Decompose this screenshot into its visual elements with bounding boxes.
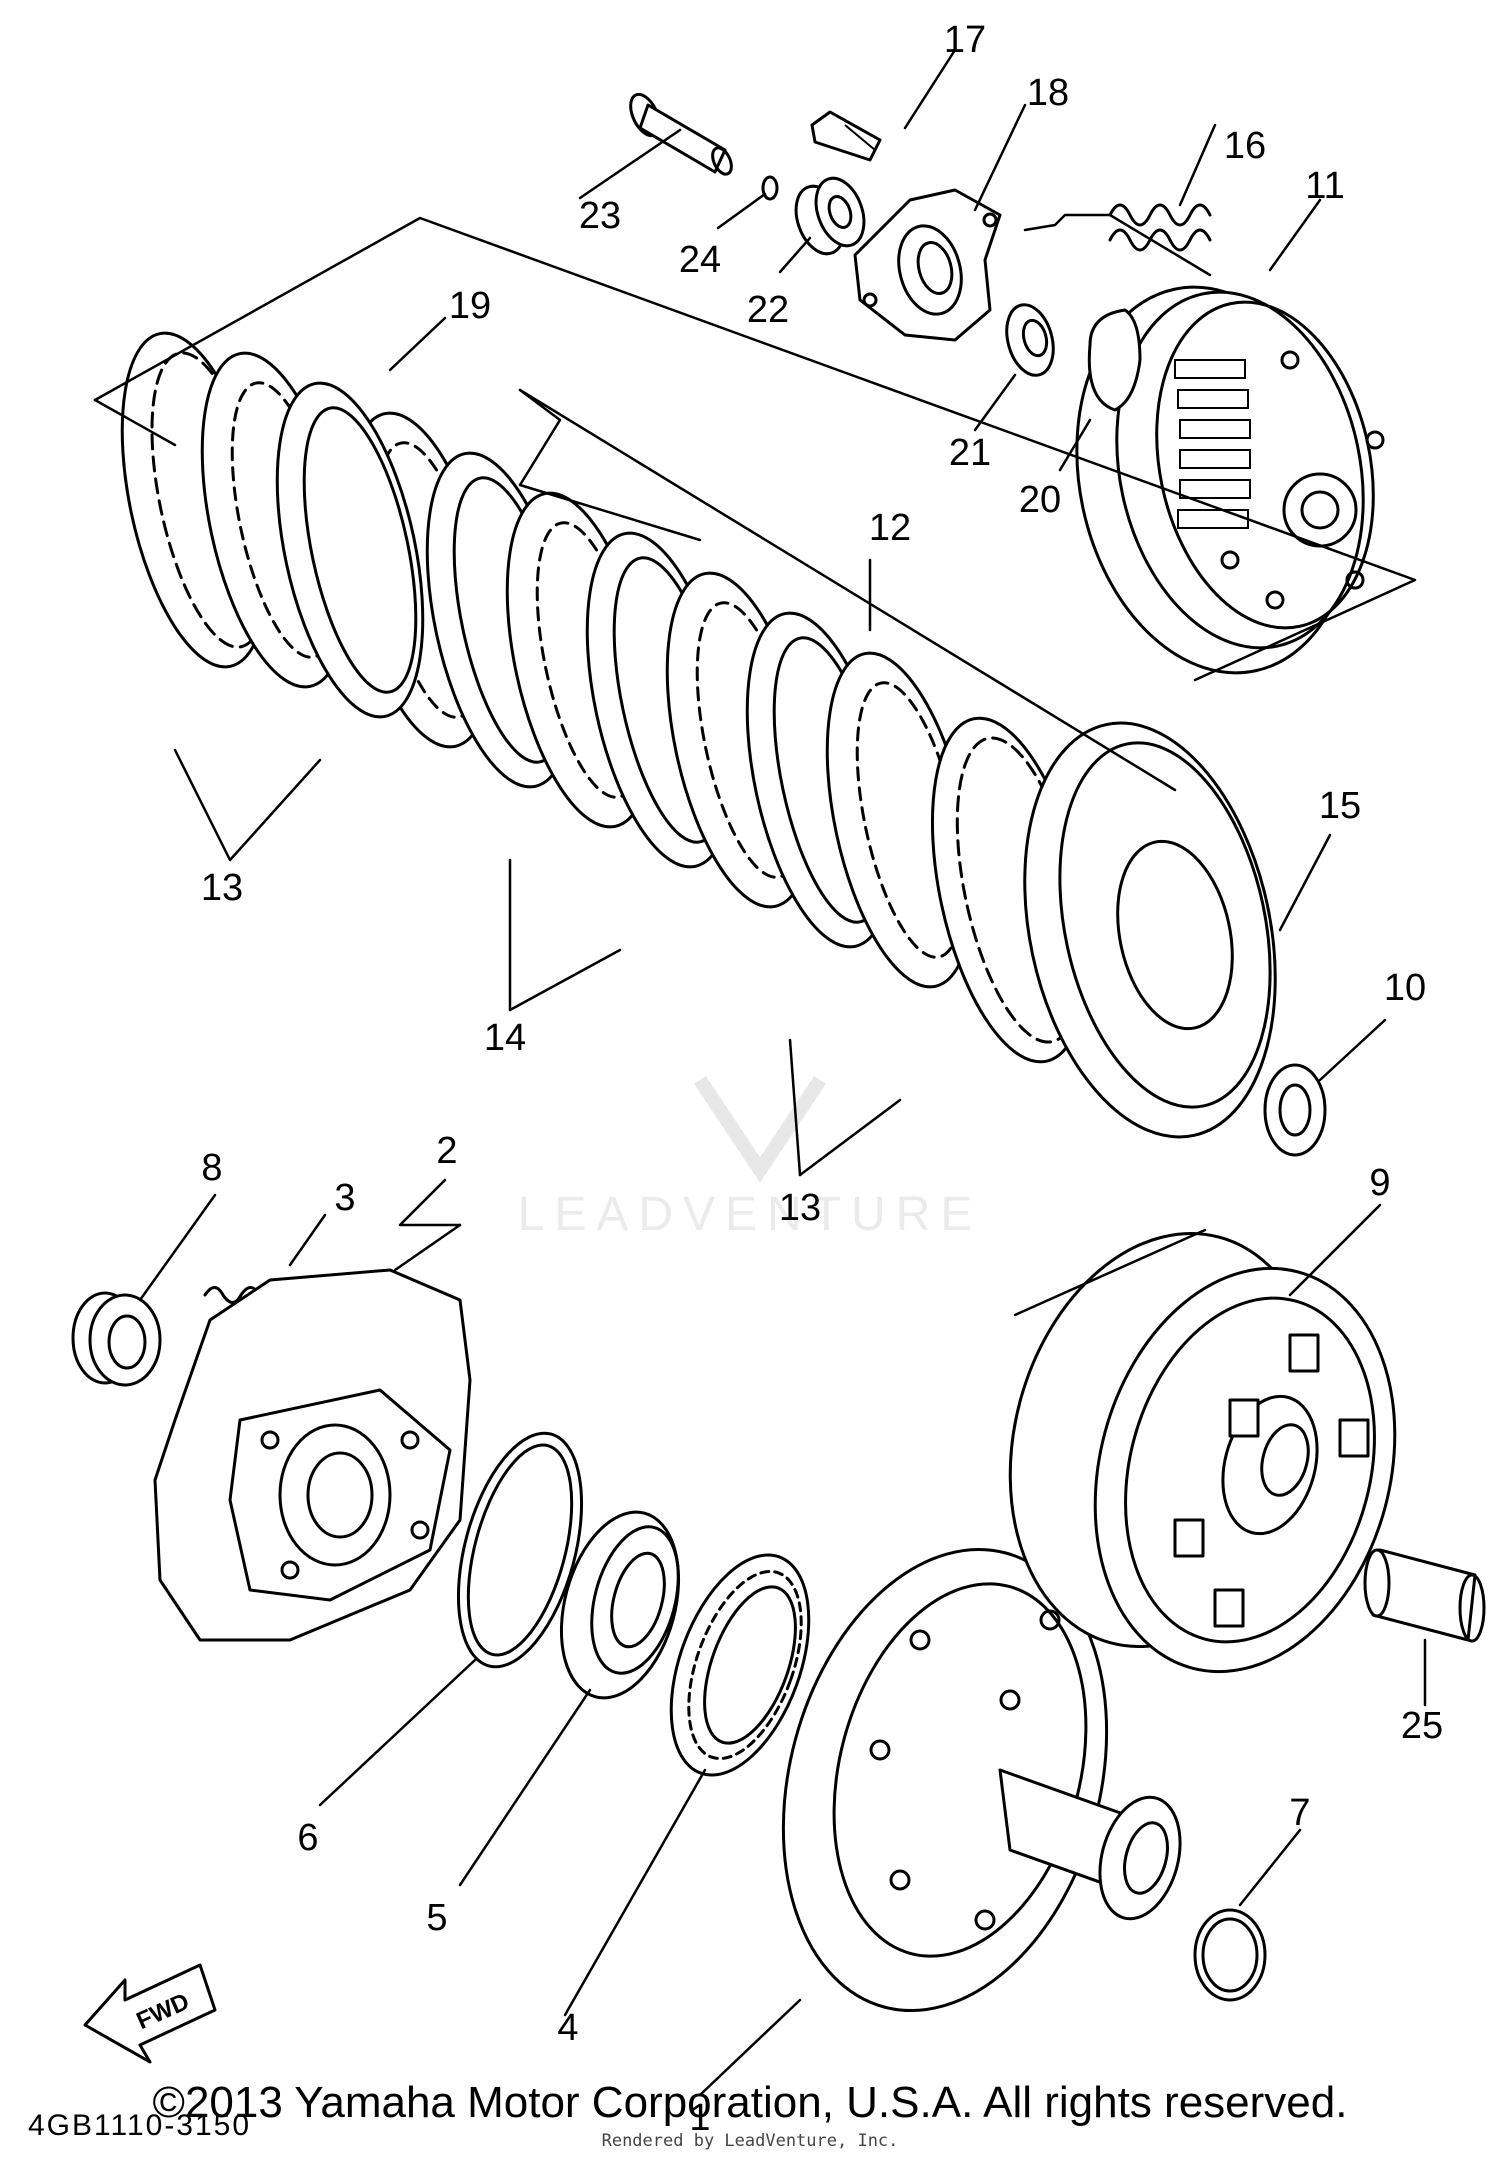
- callout-11[interactable]: 11: [1305, 165, 1344, 207]
- callout-17[interactable]: 17: [944, 19, 986, 61]
- callout-5[interactable]: 5: [426, 1897, 447, 1939]
- callout-7[interactable]: 7: [1289, 1792, 1310, 1834]
- rendered-by-note: Rendered by LeadVenture, Inc.: [601, 2131, 899, 2151]
- part-21-bearing[interactable]: [999, 300, 1060, 381]
- part-24-washer[interactable]: [761, 175, 779, 201]
- callout-4[interactable]: 4: [557, 2007, 578, 2049]
- callout-18[interactable]: 18: [1027, 72, 1069, 114]
- part-22-bearing[interactable]: [787, 172, 872, 261]
- part-10-circlip[interactable]: [1263, 1063, 1327, 1157]
- part-8-nut[interactable]: [71, 1291, 162, 1387]
- part-15-clutch-boss[interactable]: [989, 700, 1311, 1161]
- part-4-one-way-clutch[interactable]: [644, 1536, 835, 1793]
- callout-16[interactable]: 16: [1224, 125, 1266, 167]
- callout-10[interactable]: 10: [1384, 967, 1426, 1009]
- callout-24[interactable]: 24: [679, 239, 721, 281]
- callout-14[interactable]: 14: [484, 1017, 526, 1059]
- callout-labels: 1 2 3 4 5 6 7 8 9 10 11 12 13 13 13 14 1…: [201, 19, 1443, 2139]
- watermark-text: LEADVENTURE: [518, 1188, 983, 1241]
- callout-25[interactable]: 25: [1401, 1705, 1443, 1747]
- callout-2[interactable]: 2: [436, 1130, 457, 1172]
- callout-9[interactable]: 9: [1369, 1162, 1390, 1204]
- part-2-clutch-carrier[interactable]: [153, 1268, 472, 1642]
- leadventure-watermark: LEADVENTURE: [518, 1076, 983, 1241]
- part-11-clutch-housing[interactable]: [1042, 261, 1402, 699]
- part-1-clutch-housing-assy[interactable]: [734, 1513, 1192, 2047]
- leader-lines: [93, 48, 1427, 2097]
- fwd-arrow-icon: FWD: [83, 1963, 217, 2064]
- callout-22[interactable]: 22: [747, 289, 789, 331]
- callout-13-left[interactable]: 13: [201, 867, 243, 909]
- part-25-collar[interactable]: [1363, 1548, 1486, 1643]
- callout-3[interactable]: 3: [334, 1177, 355, 1219]
- part-14-steel-plates[interactable]: [251, 370, 999, 1000]
- callout-15[interactable]: 15: [1319, 785, 1361, 827]
- part-6-shim[interactable]: [436, 1420, 604, 1680]
- part-9-clutch-carrier[interactable]: [966, 1198, 1438, 1705]
- callout-20[interactable]: 20: [1019, 479, 1061, 521]
- part-18-pressure-plate[interactable]: [853, 188, 1002, 342]
- part-23-bolt[interactable]: [625, 90, 735, 177]
- copyright-notice: ©2013 Yamaha Motor Corporation, U.S.A. A…: [152, 2078, 1348, 2127]
- callout-12[interactable]: 12: [869, 507, 911, 549]
- part-20-washer[interactable]: [1087, 308, 1142, 412]
- callout-6[interactable]: 6: [297, 1817, 318, 1859]
- part-5-bearing[interactable]: [542, 1499, 697, 1711]
- callout-13-lower[interactable]: 13: [779, 1187, 821, 1229]
- part-7-washer[interactable]: [1193, 1908, 1267, 2002]
- part-17-bolt[interactable]: [810, 110, 882, 162]
- callout-19[interactable]: 19: [449, 285, 491, 327]
- callout-1[interactable]: 1: [689, 2097, 710, 2139]
- diagram-code: 4GB1110-3150: [28, 2109, 251, 2142]
- callout-23[interactable]: 23: [579, 195, 621, 237]
- callout-21[interactable]: 21: [949, 432, 991, 474]
- part-16-spring[interactable]: [1108, 203, 1212, 252]
- callout-8[interactable]: 8: [201, 1147, 222, 1189]
